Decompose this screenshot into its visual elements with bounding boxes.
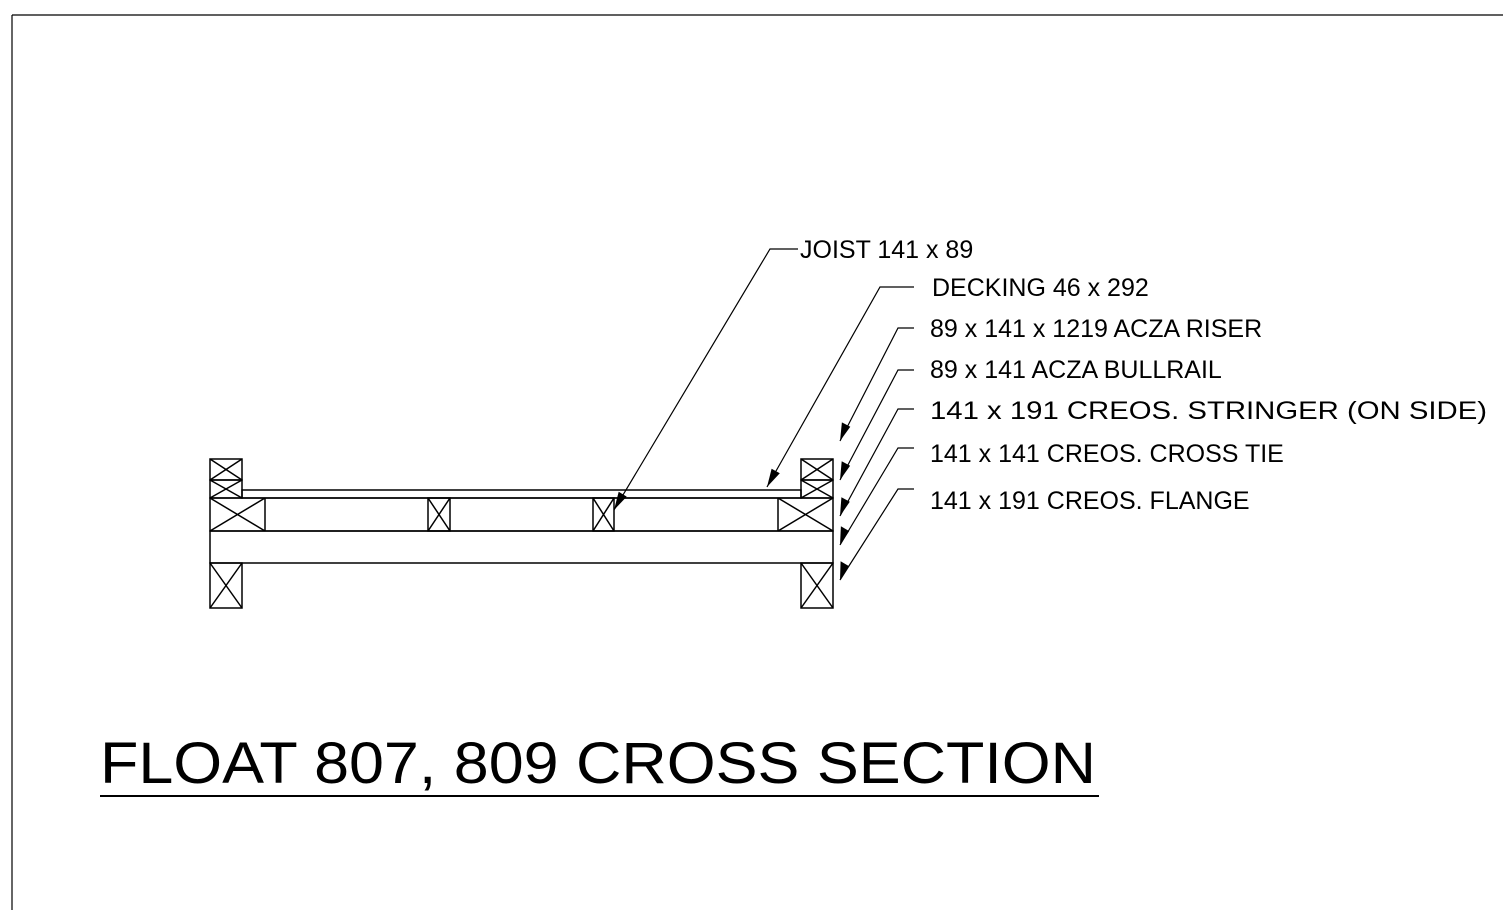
label-stringer: 141 x 191 CREOS. STRINGER (ON SIDE) [930, 397, 1487, 425]
bullrail-right [800, 479, 834, 499]
riser-left [209, 458, 243, 481]
callout-labels: JOIST 141 x 89 DECKING 46 x 292 89 x 141… [800, 236, 1487, 515]
label-riser: 89 x 141 x 1219 ACZA RISER [930, 315, 1262, 343]
bullrail-left [209, 479, 243, 499]
joist-2 [592, 497, 615, 532]
label-bullrail: 89 x 141 ACZA BULLRAIL [930, 356, 1222, 384]
stringer-band [209, 497, 834, 532]
leader-joist [613, 248, 798, 511]
flange-right [800, 562, 834, 609]
arrowhead-riser [840, 422, 851, 441]
arrowhead-decking [767, 468, 780, 487]
stringer-left [209, 497, 266, 532]
drawing-title: FLOAT 807, 809 CROSS SECTION [100, 731, 1096, 796]
riser-right [800, 458, 834, 481]
flange-left [209, 562, 243, 609]
leader-decking [766, 286, 914, 488]
section-geometry [209, 458, 834, 609]
arrowhead-stringer [840, 497, 850, 516]
leader-lines [613, 248, 914, 581]
leader-cross-tie [839, 447, 914, 546]
joist-1 [427, 497, 451, 532]
arrowhead-cross-tie [840, 526, 850, 545]
label-cross-tie: 141 x 141 CREOS. CROSS TIE [930, 440, 1284, 468]
leader-riser [839, 327, 914, 442]
arrowhead-bullrail [840, 461, 851, 480]
arrowhead-joist [614, 491, 627, 510]
arrowheads [614, 422, 851, 580]
leader-stringer [839, 408, 914, 517]
leader-bullrail [839, 369, 914, 481]
cross-tie [209, 530, 834, 564]
label-decking: DECKING 46 x 292 [932, 274, 1149, 302]
decking [241, 489, 802, 499]
leader-flange [839, 488, 914, 581]
label-joist: JOIST 141 x 89 [800, 236, 973, 264]
stringer-right [777, 497, 834, 532]
sheet-border [11, 14, 1503, 910]
arrowhead-flange [840, 561, 849, 580]
label-flange: 141 x 191 CREOS. FLANGE [930, 487, 1250, 515]
